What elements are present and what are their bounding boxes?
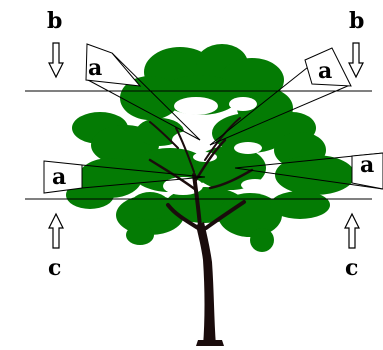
arrow-down-outline-icon [49,43,63,77]
label-a-top-left: a [88,55,102,81]
label-b-right: b [349,8,364,34]
label-a-top-right: a [318,58,332,84]
arrow-down-outline-icon [349,43,363,77]
label-c-left: c [48,255,61,281]
label-a-mid-left: a [52,164,66,190]
label-c-right: c [345,255,358,281]
label-a-mid-right: a [360,152,374,178]
arrow-up-outline-icon [49,214,63,248]
label-b-left: b [47,8,62,34]
arrow-up-outline-icon [345,214,359,248]
